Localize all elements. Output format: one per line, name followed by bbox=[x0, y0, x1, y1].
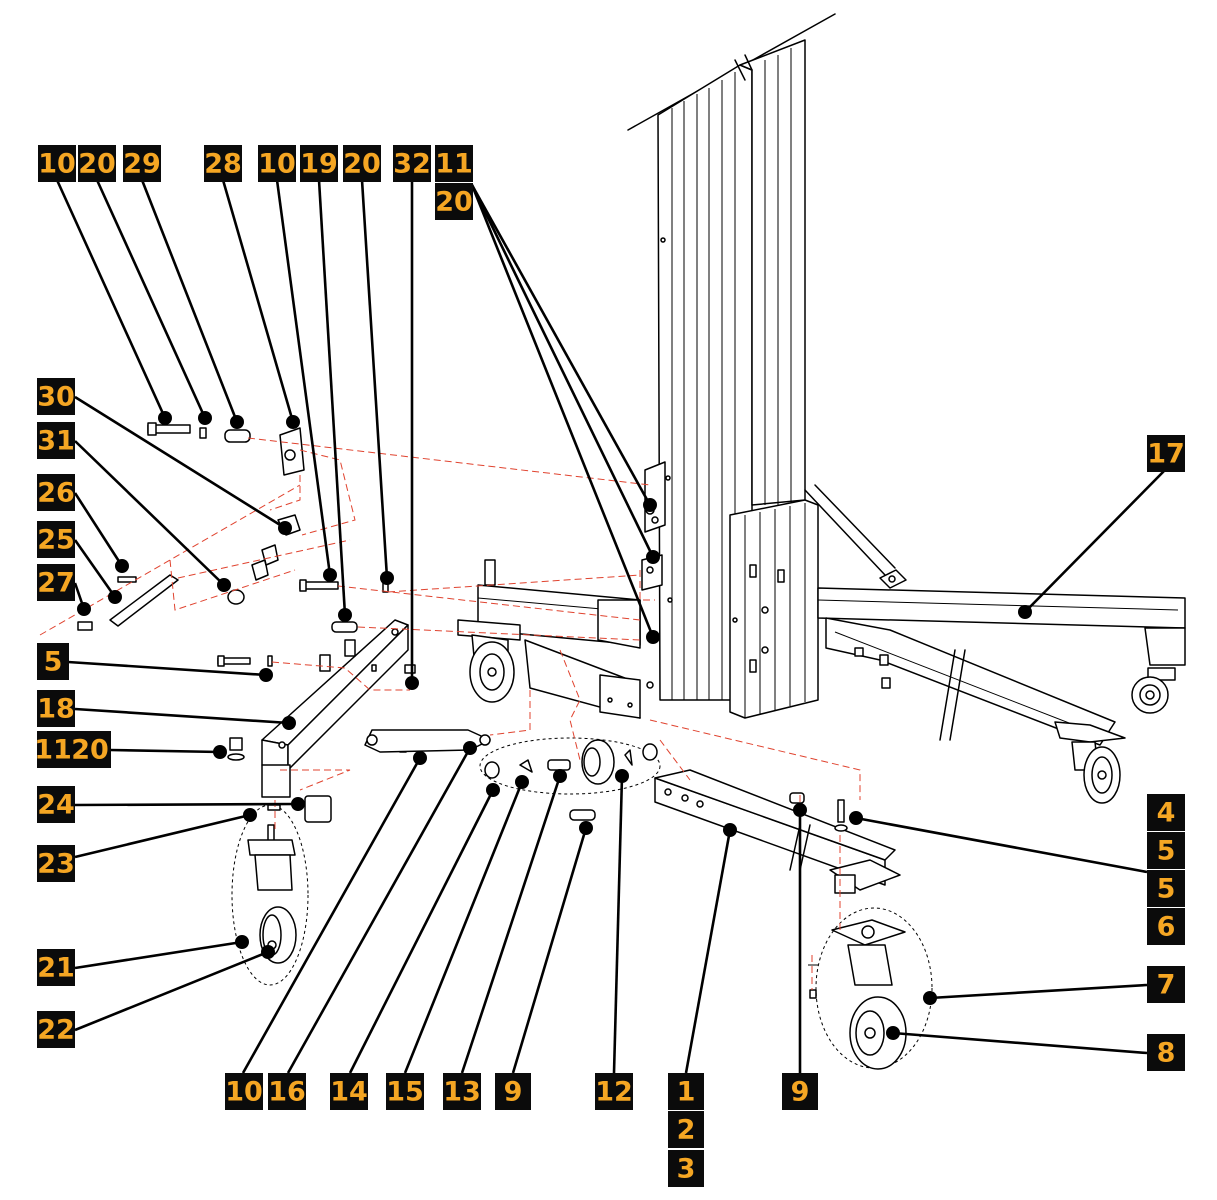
svg-text:7: 7 bbox=[1157, 970, 1176, 1001]
svg-text:8: 8 bbox=[1157, 1038, 1176, 1069]
callout-c28: 13 bbox=[443, 1073, 481, 1110]
callout-c8: 32 bbox=[393, 145, 431, 182]
callout-c13: 26 bbox=[37, 474, 75, 511]
small-parts bbox=[77, 422, 661, 823]
callout-c25: 16 bbox=[268, 1073, 306, 1110]
svg-text:32: 32 bbox=[393, 149, 431, 180]
svg-text:13: 13 bbox=[443, 1077, 481, 1108]
svg-text:22: 22 bbox=[37, 1015, 75, 1046]
svg-text:10: 10 bbox=[258, 149, 296, 180]
callout-c20: 24 bbox=[37, 786, 75, 823]
leg-left-base bbox=[457, 559, 654, 719]
callout-c11: 30 bbox=[37, 378, 75, 415]
callout-c35: 17 bbox=[1147, 435, 1185, 472]
svg-text:4: 4 bbox=[1157, 798, 1176, 829]
callout-c36: 4 bbox=[1147, 794, 1185, 831]
svg-text:31: 31 bbox=[37, 426, 75, 457]
callout-c17: 18 bbox=[37, 690, 75, 727]
svg-text:1: 1 bbox=[677, 1077, 696, 1108]
svg-text:16: 16 bbox=[268, 1077, 306, 1108]
callout-c24: 10 bbox=[225, 1073, 263, 1110]
svg-text:11: 11 bbox=[435, 149, 473, 180]
svg-text:9: 9 bbox=[791, 1077, 810, 1108]
callout-c5: 10 bbox=[258, 145, 296, 182]
leg-17-right bbox=[817, 587, 1186, 714]
callout-c29: 9 bbox=[495, 1073, 531, 1110]
caster-7-8 bbox=[808, 907, 933, 1070]
callout-c23: 22 bbox=[37, 1011, 75, 1048]
callout-c3: 29 bbox=[123, 145, 161, 182]
callout-c14: 25 bbox=[37, 521, 75, 558]
svg-text:26: 26 bbox=[37, 478, 75, 509]
callout-c32: 2 bbox=[668, 1111, 704, 1148]
svg-text:5: 5 bbox=[44, 647, 63, 678]
callout-c33: 3 bbox=[668, 1150, 704, 1187]
callout-c39: 6 bbox=[1147, 908, 1185, 945]
svg-text:30: 30 bbox=[37, 382, 75, 413]
svg-text:15: 15 bbox=[386, 1077, 424, 1108]
callout-c31: 1 bbox=[668, 1073, 704, 1110]
svg-text:9: 9 bbox=[504, 1077, 523, 1108]
callout-c18: 11 bbox=[34, 731, 75, 768]
callout-c22: 21 bbox=[37, 949, 75, 986]
svg-text:20: 20 bbox=[78, 149, 116, 180]
svg-text:14: 14 bbox=[330, 1077, 368, 1108]
callout-c37: 5 bbox=[1147, 832, 1185, 869]
callout-c19: 20 bbox=[71, 731, 111, 768]
callout-labels: 10 20 29 28 10 19 20 32 11 20 30 31 26 2… bbox=[34, 145, 1185, 1187]
svg-text:10: 10 bbox=[38, 149, 76, 180]
callout-c16: 5 bbox=[37, 643, 69, 680]
leg-1-2-3 bbox=[654, 769, 901, 894]
svg-text:20: 20 bbox=[343, 149, 381, 180]
callout-c9: 11 bbox=[435, 145, 473, 182]
callout-c34: 9 bbox=[782, 1073, 818, 1110]
callout-c27: 15 bbox=[386, 1073, 424, 1110]
svg-text:2: 2 bbox=[677, 1115, 696, 1146]
callout-c15: 27 bbox=[37, 564, 75, 601]
callout-c21: 23 bbox=[37, 845, 75, 882]
svg-text:24: 24 bbox=[37, 790, 75, 821]
svg-text:20: 20 bbox=[435, 187, 473, 218]
svg-text:10: 10 bbox=[225, 1077, 263, 1108]
callout-c10: 20 bbox=[435, 183, 473, 220]
svg-text:3: 3 bbox=[677, 1154, 696, 1185]
callout-c40: 7 bbox=[1147, 966, 1185, 1003]
callout-c2: 20 bbox=[78, 145, 116, 182]
svg-text:21: 21 bbox=[37, 953, 75, 984]
svg-text:28: 28 bbox=[204, 149, 242, 180]
callout-c12: 31 bbox=[37, 422, 75, 459]
mast-column bbox=[627, 13, 907, 719]
svg-text:27: 27 bbox=[37, 568, 75, 599]
svg-text:5: 5 bbox=[1157, 836, 1176, 867]
leader-lines bbox=[55, 179, 1166, 1074]
svg-text:19: 19 bbox=[300, 149, 338, 180]
svg-text:23: 23 bbox=[37, 849, 75, 880]
svg-text:6: 6 bbox=[1157, 912, 1176, 943]
callout-c7: 20 bbox=[343, 145, 381, 182]
callout-c38: 5 bbox=[1147, 870, 1185, 907]
svg-text:5: 5 bbox=[1157, 874, 1176, 905]
svg-text:25: 25 bbox=[37, 525, 75, 556]
callout-c4: 28 bbox=[204, 145, 242, 182]
svg-text:20: 20 bbox=[71, 735, 109, 766]
callout-c30: 12 bbox=[595, 1073, 633, 1110]
callout-c41: 8 bbox=[1147, 1034, 1185, 1071]
callout-c26: 14 bbox=[330, 1073, 368, 1110]
svg-text:12: 12 bbox=[595, 1077, 633, 1108]
svg-text:18: 18 bbox=[37, 694, 75, 725]
callout-c1: 10 bbox=[38, 145, 76, 182]
leader-end-dots bbox=[77, 411, 1032, 1040]
leg-front-right bbox=[825, 617, 1126, 804]
svg-text:17: 17 bbox=[1147, 439, 1185, 470]
callout-c6: 19 bbox=[300, 145, 338, 182]
svg-text:29: 29 bbox=[123, 149, 161, 180]
svg-text:11: 11 bbox=[34, 735, 72, 766]
